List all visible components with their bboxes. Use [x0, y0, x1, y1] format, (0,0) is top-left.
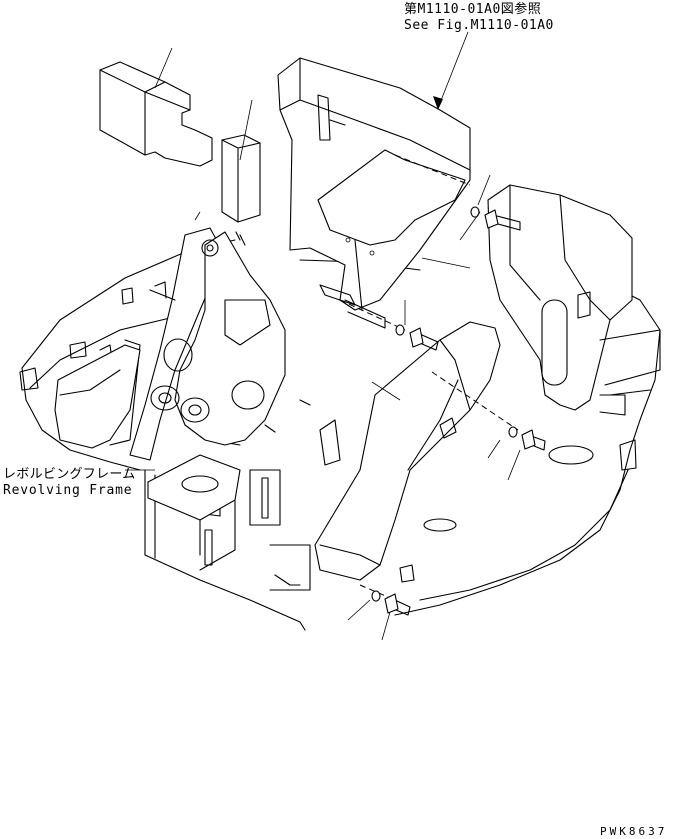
boom-foot-structure — [109, 227, 286, 461]
bolt-set-2 — [395, 324, 439, 351]
rear-housing — [487, 184, 661, 411]
bolt-set-4 — [371, 590, 411, 616]
reference-label-english: See Fig.M1110-01A0 — [404, 18, 554, 33]
frame-label-english: Revolving Frame — [3, 483, 133, 498]
front-box — [147, 454, 241, 571]
cover-block-small — [221, 134, 261, 223]
left-side-cover — [54, 344, 141, 449]
upper-structure — [277, 57, 471, 329]
leader-lines — [125, 47, 521, 641]
drawing-code: PWK8637 — [600, 825, 668, 838]
reference-arrow — [433, 31, 469, 110]
side-plate-right — [314, 321, 501, 581]
reference-label-japanese: 第M1110-01A0図参照 — [404, 2, 542, 17]
bolt-set-3 — [508, 426, 546, 451]
cover-block-large — [99, 61, 213, 167]
frame-label-japanese: レボルビングフレーム — [3, 467, 136, 482]
bolt-set-1 — [470, 206, 521, 231]
